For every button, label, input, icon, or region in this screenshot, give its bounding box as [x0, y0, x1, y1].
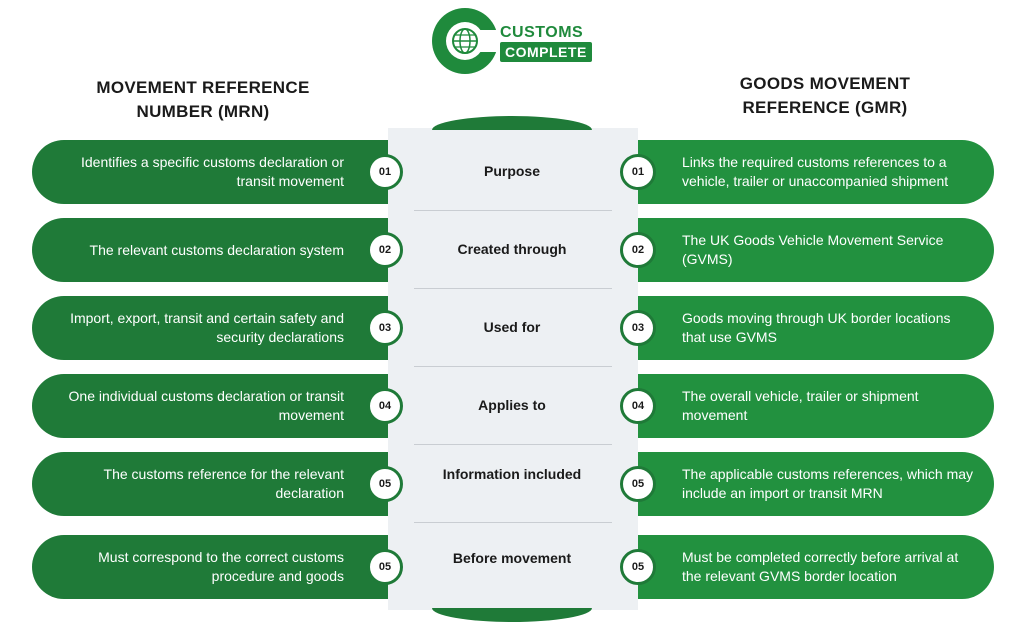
- criteria-label-information-included: Information included: [442, 466, 582, 482]
- row-number-badge: 05: [367, 549, 403, 585]
- mrn-cell-created-through: The relevant customs declaration system: [32, 218, 388, 282]
- criteria-label-used-for: Used for: [483, 319, 541, 335]
- row-divider: [414, 366, 612, 367]
- row-number-badge: 05: [620, 549, 656, 585]
- row-number-badge: 05: [620, 466, 656, 502]
- gmr-cell-created-through: The UK Goods Vehicle Movement Service (G…: [638, 218, 994, 282]
- gmr-text: Goods moving through UK border locations…: [682, 310, 951, 345]
- row-number-badge: 02: [620, 232, 656, 268]
- mrn-text: One individual customs declaration or tr…: [68, 388, 344, 423]
- gmr-cell-used-for: Goods moving through UK border locations…: [638, 296, 994, 360]
- criteria-label-before-movement: Before movement: [452, 550, 572, 566]
- gmr-cell-applies-to: The overall vehicle, trailer or shipment…: [638, 374, 994, 438]
- mrn-text: The relevant customs declaration system: [89, 241, 344, 258]
- criteria-label-applies-to: Applies to: [478, 397, 546, 413]
- row-divider: [414, 288, 612, 289]
- criteria-label-created-through: Created through: [457, 241, 567, 257]
- mrn-cell-purpose: Identifies a specific customs declaratio…: [32, 140, 388, 204]
- logo-word-complete: COMPLETE: [500, 42, 592, 62]
- mrn-column-title: MOVEMENT REFERENCE NUMBER (MRN): [96, 78, 310, 121]
- mrn-text: Identifies a specific customs declaratio…: [80, 154, 344, 189]
- gmr-text: The applicable customs references, which…: [682, 466, 974, 501]
- row-number-badge: 01: [367, 154, 403, 190]
- mrn-text: Must correspond to the correct customs p…: [98, 549, 344, 584]
- gmr-text: Must be completed correctly before arriv…: [682, 549, 959, 584]
- mrn-cell-information-included: The customs reference for the relevant d…: [32, 452, 388, 516]
- row-number-badge: 03: [367, 310, 403, 346]
- mrn-text: The customs reference for the relevant d…: [103, 466, 344, 501]
- row-divider: [414, 444, 612, 445]
- row-number-badge: 05: [367, 466, 403, 502]
- row-number-badge: 04: [367, 388, 403, 424]
- gmr-cell-information-included: The applicable customs references, which…: [638, 452, 994, 516]
- row-number-badge: 02: [367, 232, 403, 268]
- criteria-label-purpose: Purpose: [483, 163, 540, 179]
- panel-top-cap: [432, 116, 592, 130]
- customs-complete-logo: CUSTOMS COMPLETE: [432, 8, 592, 74]
- row-number-badge: 04: [620, 388, 656, 424]
- logo-word-customs: CUSTOMS: [500, 24, 584, 41]
- gmr-cell-purpose: Links the required customs references to…: [638, 140, 994, 204]
- gmr-text: The overall vehicle, trailer or shipment…: [682, 388, 919, 423]
- mrn-text: Import, export, transit and certain safe…: [70, 310, 344, 345]
- mrn-cell-applies-to: One individual customs declaration or tr…: [32, 374, 388, 438]
- criteria-panel: [388, 128, 638, 610]
- row-number-badge: 01: [620, 154, 656, 190]
- mrn-cell-before-movement: Must correspond to the correct customs p…: [32, 535, 388, 599]
- gmr-text: Links the required customs references to…: [682, 154, 949, 189]
- row-number-badge: 03: [620, 310, 656, 346]
- globe-icon: [452, 28, 478, 54]
- panel-bottom-cap: [432, 608, 592, 622]
- row-divider: [414, 522, 612, 523]
- gmr-text: The UK Goods Vehicle Movement Service (G…: [682, 232, 944, 267]
- gmr-column-title: GOODS MOVEMENT REFERENCE (GMR): [739, 74, 911, 117]
- gmr-cell-before-movement: Must be completed correctly before arriv…: [638, 535, 994, 599]
- mrn-cell-used-for: Import, export, transit and certain safe…: [32, 296, 388, 360]
- row-divider: [414, 210, 612, 211]
